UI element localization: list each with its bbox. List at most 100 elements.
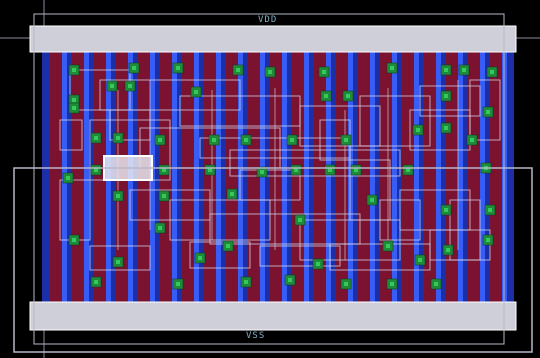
poly-stripe — [172, 52, 177, 302]
contact-core — [316, 262, 320, 266]
contact-core — [230, 192, 234, 196]
contact-core — [72, 106, 76, 110]
contact-core — [324, 94, 328, 98]
poly-stripe — [326, 52, 331, 302]
contact-core — [288, 278, 292, 282]
contact-core — [416, 128, 420, 132]
vss-rail[interactable] — [29, 301, 517, 331]
poly-stripe — [216, 52, 221, 302]
diffusion-stripe — [226, 52, 238, 302]
contact-core — [390, 282, 394, 286]
contact-core — [94, 280, 98, 284]
contact-core — [176, 282, 180, 286]
poly-stripe — [458, 52, 463, 302]
metal-route — [379, 199, 421, 241]
metal-route — [449, 199, 481, 261]
contact-core — [486, 110, 490, 114]
contact-core — [470, 138, 474, 142]
contact-core — [444, 126, 448, 130]
cell-boundary — [33, 13, 505, 345]
contact-core — [162, 194, 166, 198]
metal-route — [349, 159, 391, 221]
contact-core — [294, 168, 298, 172]
diffusion-stripe — [204, 52, 216, 302]
contact-core — [344, 138, 348, 142]
contact-core — [198, 256, 202, 260]
metal-route — [59, 119, 83, 151]
metal-route — [99, 79, 241, 111]
vdd-rail[interactable] — [29, 25, 517, 53]
metal-route — [89, 245, 151, 271]
contact-core — [208, 168, 212, 172]
diffusion-stripe — [424, 52, 436, 302]
contact-core — [226, 244, 230, 248]
contact-core — [328, 168, 332, 172]
metal-route — [209, 213, 361, 245]
diffusion-stripe — [446, 52, 458, 302]
contact-core — [444, 208, 448, 212]
poly-stripe — [370, 52, 375, 302]
diffusion-stripe — [292, 52, 304, 302]
contact-core — [132, 66, 136, 70]
contact-core — [212, 138, 216, 142]
contact-core — [72, 98, 76, 102]
contact-core — [444, 68, 448, 72]
diffusion-stripe — [314, 52, 326, 302]
contact-core — [260, 170, 264, 174]
contact-core — [268, 70, 272, 74]
contact-core — [236, 68, 240, 72]
contact-core — [158, 226, 162, 230]
diffusion-stripe — [468, 52, 480, 302]
contact-core — [72, 68, 76, 72]
contact-core — [66, 176, 70, 180]
contact-core — [490, 70, 494, 74]
contact-core — [176, 66, 180, 70]
metal-route — [189, 241, 251, 269]
contact-core — [116, 136, 120, 140]
diffusion-stripe — [402, 52, 414, 302]
contact-core — [298, 218, 302, 222]
diffusion-stripe — [94, 52, 106, 302]
contact-core — [370, 198, 374, 202]
poly-stripe — [282, 52, 287, 302]
contact-core — [446, 248, 450, 252]
contact-core — [434, 282, 438, 286]
contact-layer — [62, 62, 498, 290]
poly-stripe — [84, 52, 89, 302]
contact-core — [128, 84, 132, 88]
contact-core — [116, 194, 120, 198]
contact-core — [354, 168, 358, 172]
poly-stripe — [414, 52, 419, 302]
metal-route — [359, 95, 431, 147]
diffusion-stripe — [358, 52, 370, 302]
poly-stripe — [392, 52, 397, 302]
poly-stripe — [304, 52, 309, 302]
contact-core — [72, 238, 76, 242]
well-boundary — [13, 167, 533, 353]
metal-route — [259, 245, 341, 267]
contact-core — [488, 208, 492, 212]
contact-core — [386, 244, 390, 248]
contact-core — [486, 238, 490, 242]
metal-route — [169, 199, 271, 241]
diffusion-stripe — [72, 52, 84, 302]
contact-core — [346, 94, 350, 98]
vss-label: VSS — [246, 331, 266, 341]
contact-core — [418, 258, 422, 262]
contact-core — [116, 260, 120, 264]
metal-route — [299, 105, 381, 147]
contact-core — [390, 66, 394, 70]
contact-core — [444, 94, 448, 98]
metal-route — [229, 149, 401, 177]
contact-core — [194, 90, 198, 94]
metal-route — [239, 169, 301, 201]
diffusion-stripe — [270, 52, 282, 302]
diffusion-stripe — [336, 52, 348, 302]
contact-core — [162, 168, 166, 172]
diffusion-stripe — [50, 52, 62, 302]
contact-core — [244, 280, 248, 284]
vdd-label: VDD — [258, 15, 278, 25]
contact-core — [344, 282, 348, 286]
poly-stripe — [436, 52, 441, 302]
